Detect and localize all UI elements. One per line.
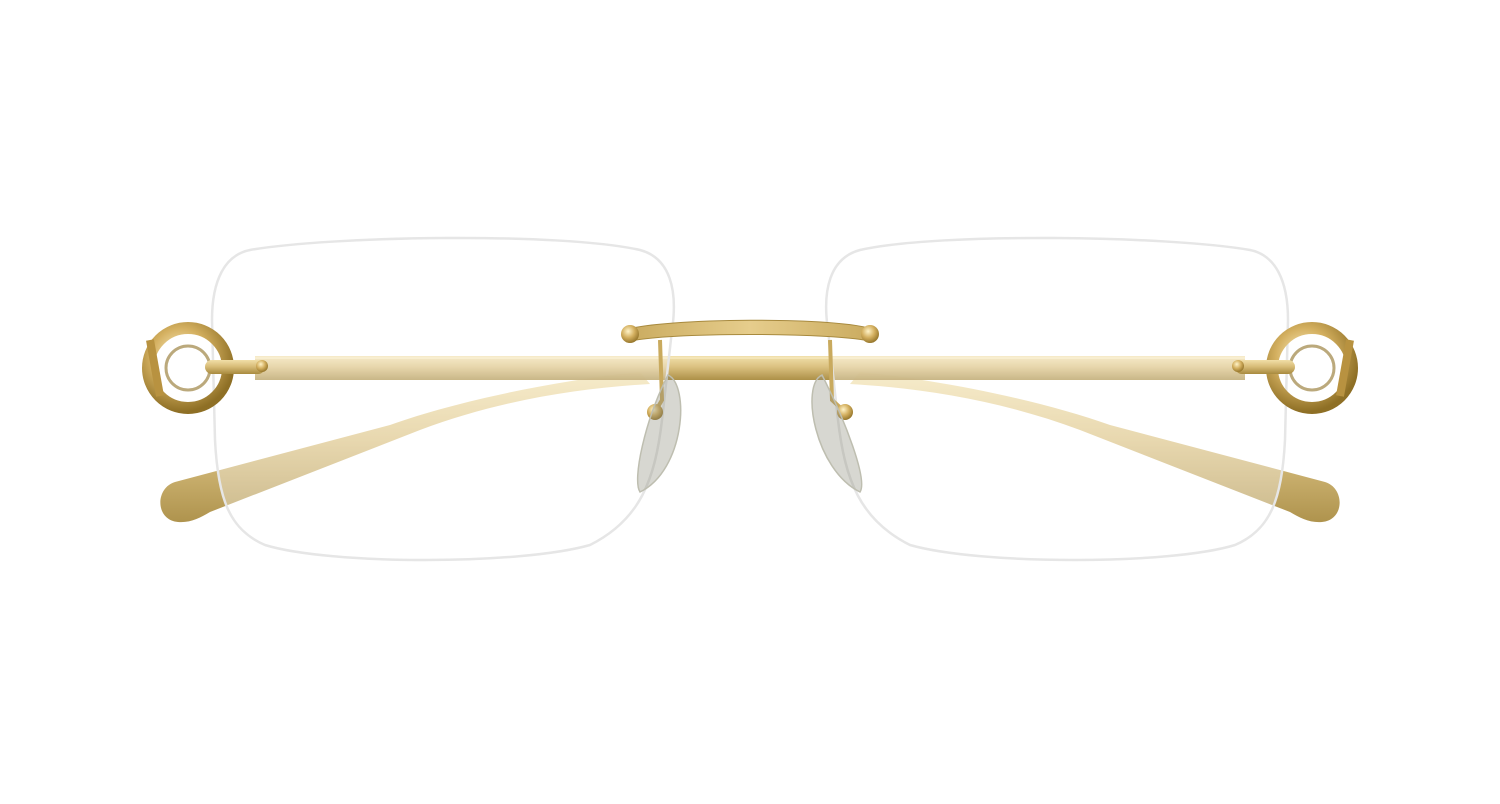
right-hinge [1232, 322, 1358, 414]
right-temple-arm [850, 372, 1340, 523]
right-lens [824, 236, 1290, 562]
temple-bar [255, 356, 1245, 380]
left-temple-arm [160, 372, 651, 523]
nose-pads [636, 339, 863, 493]
bridge [621, 319, 879, 343]
temple-arms [160, 372, 1340, 523]
left-lens [210, 236, 676, 562]
right-nose-pad [811, 374, 863, 493]
lenses [210, 236, 1290, 562]
left-nose-pad [636, 374, 682, 493]
left-hinge [142, 322, 268, 414]
